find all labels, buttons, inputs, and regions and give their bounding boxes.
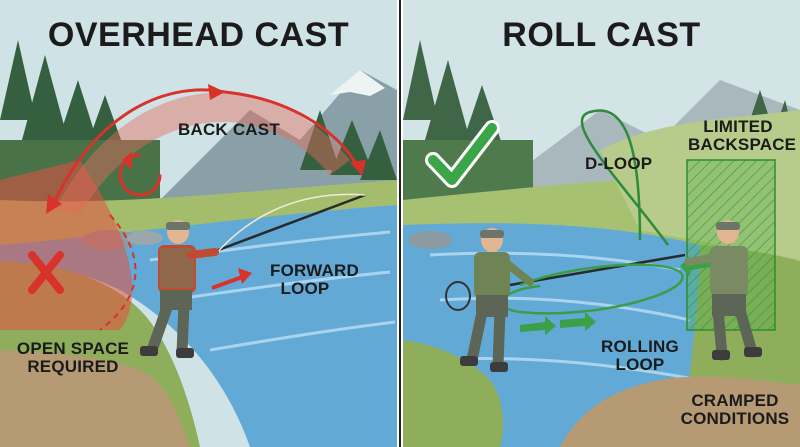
rolling-loop-label: ROLLING LOOP <box>601 337 679 374</box>
left-panel-title: OVERHEAD CAST <box>47 16 350 54</box>
right-dirt-bank <box>560 376 800 447</box>
forward-arrow <box>211 274 246 290</box>
forward-loop-label: FORWARD LOOP <box>270 261 359 298</box>
d-loop-line <box>580 109 670 246</box>
green-check-icon <box>425 120 500 188</box>
red-x-icon <box>28 251 64 294</box>
right-panel-title: ROLL CAST <box>502 16 701 54</box>
left-angler <box>140 220 219 358</box>
landing-net-icon <box>445 281 471 311</box>
left-fishing-line <box>214 193 366 256</box>
left-snow-cap <box>330 70 385 96</box>
back-cast-label: BACK CAST <box>178 120 280 139</box>
green-arrow <box>560 312 596 331</box>
back-cast-arrow <box>50 88 226 209</box>
green-arrow <box>520 316 556 335</box>
d-loop-label: D-LOOP <box>585 154 653 173</box>
rotation-icon <box>118 153 162 197</box>
left-panel <box>0 0 397 447</box>
left-dirt-path <box>0 350 190 447</box>
right-angler-bank <box>684 220 762 361</box>
left-fishing-rod <box>204 193 366 257</box>
limited-backspace-label: LIMITED BACKSPACE <box>688 117 797 154</box>
back-cast-zone <box>55 92 350 215</box>
cramped-conditions-label: CRAMPED CONDITIONS <box>680 391 790 428</box>
right-fishing-rod <box>509 253 686 287</box>
right-panel <box>403 0 800 447</box>
right-angler-river <box>445 228 534 372</box>
open-space-label: OPEN SPACE REQUIRED <box>16 339 130 376</box>
